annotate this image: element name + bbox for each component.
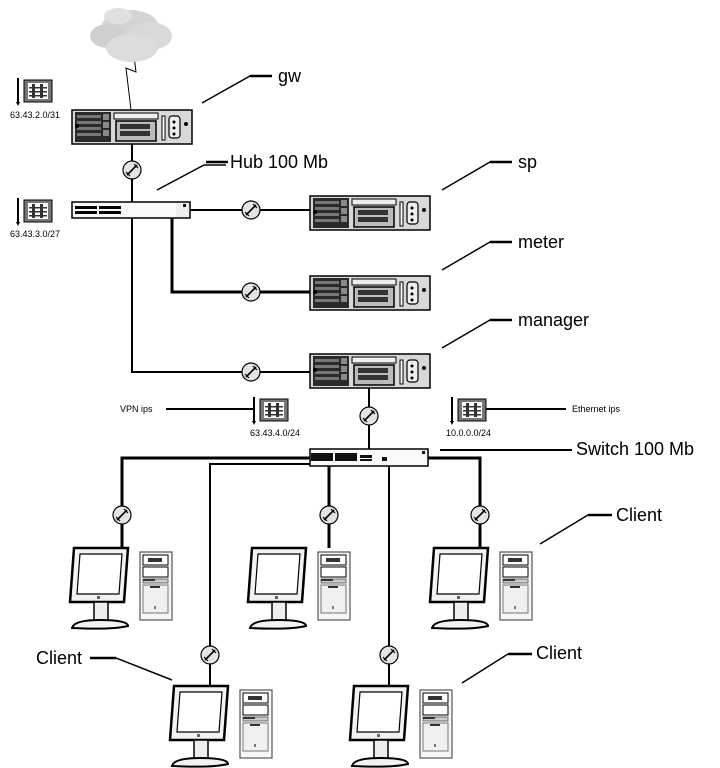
client-workstation-2[interactable]	[246, 546, 352, 630]
wire-switch-client-4	[209, 463, 310, 690]
manager-leader	[441, 319, 512, 349]
client-workstation-4[interactable]	[168, 684, 274, 768]
meter-label: meter	[518, 232, 564, 252]
internet-cloud-icon	[90, 8, 172, 62]
transceiver-icon	[122, 160, 142, 180]
gw-server-icon[interactable]	[71, 109, 193, 145]
transceiver-icon	[470, 505, 490, 525]
hub-icon[interactable]	[71, 201, 191, 219]
switch-label: Switch 100 Mb	[576, 439, 694, 459]
meter-leader	[441, 241, 512, 271]
sp-server-icon[interactable]	[309, 195, 431, 231]
hub-label: Hub 100 Mb	[230, 152, 328, 172]
client-workstation-5[interactable]	[348, 684, 454, 768]
client-leader	[90, 657, 173, 681]
client-label-bottom-right: Client	[536, 643, 582, 663]
ethernet-subnet: 10.0.0.0/24	[446, 428, 491, 438]
hub-leader	[156, 164, 226, 191]
client-label-left: Client	[36, 648, 82, 668]
ip-block-icon	[15, 77, 53, 107]
vpn-subnet: 63.43.4.0/24	[250, 428, 300, 438]
sp-leader	[441, 161, 512, 191]
wire-hub-meter	[170, 218, 312, 294]
ip-block-icon	[251, 396, 289, 426]
switch-icon[interactable]	[309, 448, 429, 467]
transceiver-icon	[200, 645, 220, 665]
manager-label: manager	[518, 310, 589, 330]
transceiver-icon	[112, 505, 132, 525]
meter-server-icon[interactable]	[309, 275, 431, 311]
gw-leader	[201, 75, 272, 104]
sp-label: sp	[518, 152, 537, 172]
transceiver-icon	[379, 645, 399, 665]
gw-subnet: 63.43.2.0/31	[10, 110, 60, 120]
transceiver-icon	[319, 505, 339, 525]
gw-label: gw	[278, 66, 302, 86]
client-leader	[539, 514, 610, 545]
wire-hub-manager	[131, 218, 312, 373]
ip-block-icon	[15, 197, 53, 227]
client-leader	[461, 653, 530, 684]
hub-subnet: 63.43.3.0/27	[10, 229, 60, 239]
transceiver-icon	[241, 362, 261, 382]
client-label-right: Client	[616, 505, 662, 525]
manager-server-icon[interactable]	[309, 353, 431, 389]
transceiver-icon	[241, 282, 261, 302]
transceiver-icon	[241, 200, 261, 220]
client-workstation-3[interactable]	[428, 546, 534, 630]
ethernet-label: Ethernet ips	[572, 404, 621, 414]
transceiver-icon	[359, 406, 379, 426]
wire-switch-client-1	[120, 456, 310, 548]
ip-block-icon	[449, 396, 487, 426]
wire-switch-client-3	[428, 456, 482, 548]
vpn-label: VPN ips	[120, 404, 153, 414]
client-workstation-1[interactable]	[68, 546, 174, 630]
